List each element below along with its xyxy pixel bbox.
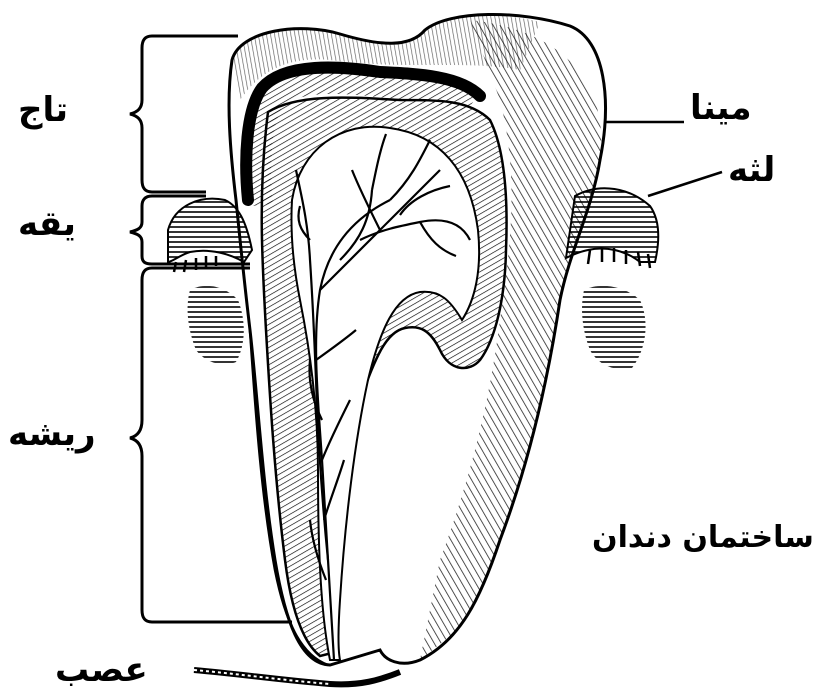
label-nerve: عصب — [55, 650, 148, 690]
gum-right — [566, 188, 658, 268]
label-crown: تاج — [18, 90, 68, 130]
diagram-caption: ساختمان دندان — [592, 520, 814, 555]
label-neck: یقه — [18, 204, 76, 244]
label-enamel: مینا — [690, 88, 752, 128]
bracket-crown — [130, 36, 238, 192]
bone-right — [582, 286, 646, 369]
label-gum: لثه — [728, 150, 775, 190]
label-root: ریشه — [8, 414, 96, 454]
bone-left — [188, 286, 244, 364]
leader-gum — [648, 172, 722, 196]
